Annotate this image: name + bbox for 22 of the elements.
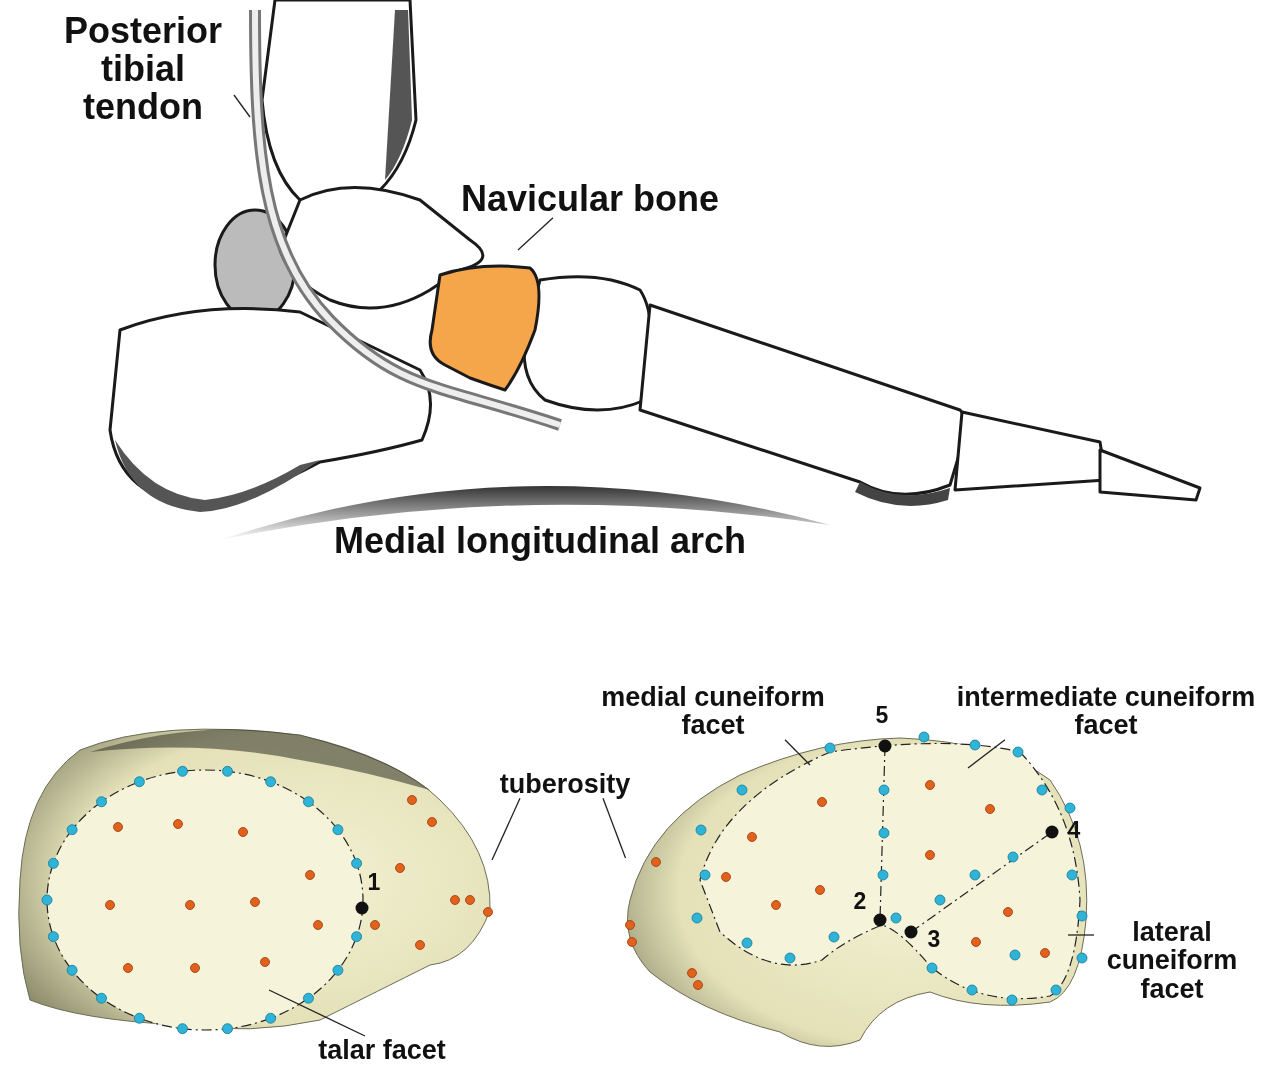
leader-line (268, 989, 366, 1037)
callout-number: 1 (366, 870, 382, 895)
leader-line (967, 739, 1006, 769)
anatomy-label: medial cuneiform facet (582, 683, 844, 740)
anatomy-label: talar facet (306, 1036, 458, 1065)
anatomy-label: lateral cuneiform facet (1094, 918, 1250, 1004)
anatomy-label: intermediate cuneiform facet (934, 683, 1278, 740)
anatomy-label: tuberosity (488, 770, 642, 799)
region-label: Medial longitudinal arch (333, 522, 747, 560)
anatomy-label: Posterior tibial tendon (52, 12, 234, 126)
anatomy-label: Navicular bone (440, 180, 740, 218)
navicular-bone-model-drawing (18, 728, 493, 1035)
callout-number: 5 (874, 703, 890, 728)
leader-line (517, 217, 554, 251)
leader-line (1067, 934, 1095, 936)
callout-number: 2 (852, 889, 868, 914)
callout-number: 3 (926, 927, 942, 952)
leader-line (602, 797, 627, 859)
leader-line (784, 739, 811, 766)
leader-line (491, 797, 521, 861)
callout-number: 4 (1066, 818, 1082, 843)
leader-line (233, 94, 251, 118)
